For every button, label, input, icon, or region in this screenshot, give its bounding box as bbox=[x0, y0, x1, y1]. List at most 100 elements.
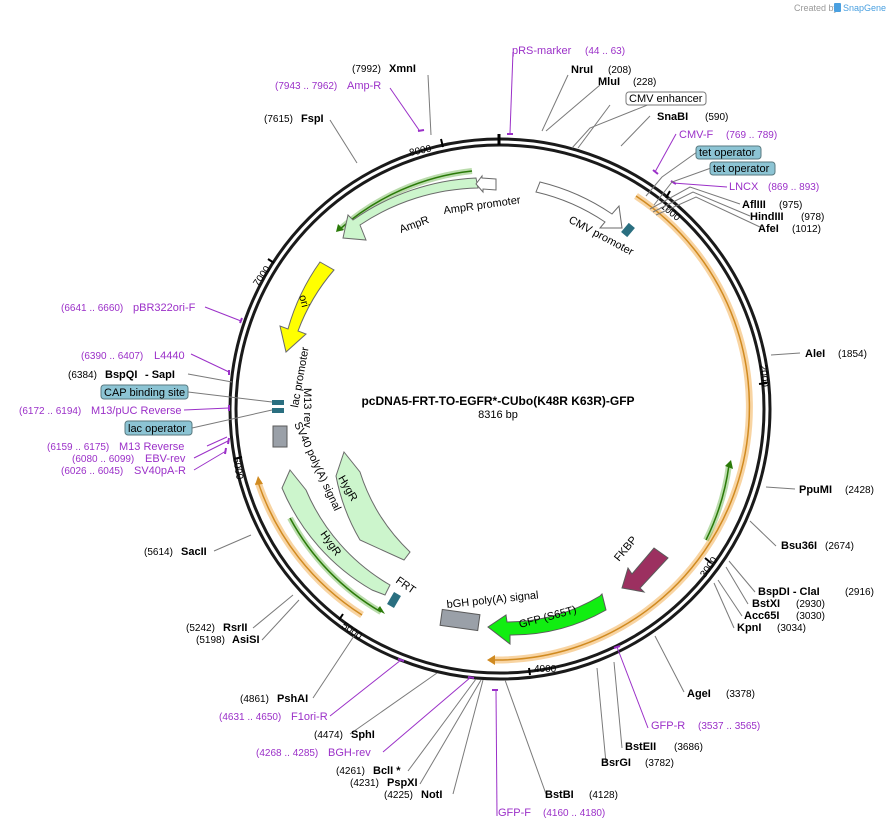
fkbp-arrow bbox=[621, 547, 669, 593]
site-pos: (4231) bbox=[350, 778, 379, 789]
tet-operator-mark bbox=[621, 222, 635, 238]
site-name: BstXI bbox=[752, 598, 780, 610]
credit-prefix: Created by bbox=[794, 3, 839, 13]
site-name: - SapI bbox=[145, 369, 175, 381]
primer-name: M13 Reverse bbox=[119, 441, 184, 453]
primer-name: F1ori-R bbox=[291, 711, 328, 723]
site-name: PshAI bbox=[277, 693, 308, 705]
site-name: SphI bbox=[351, 729, 375, 741]
boxed-labels: CMV enhancer tet operator tet operator C… bbox=[100, 91, 776, 436]
site-pos: (4225) bbox=[384, 790, 413, 801]
site-pos: (2930) bbox=[796, 599, 825, 610]
plasmid-title: pcDNA5-FRT-TO-EGFR*-CUbo(K48R K63R)-GFP bbox=[361, 394, 634, 408]
tet-operator-label: tet operator bbox=[699, 147, 756, 159]
cmv-promoter-label: CMV promoter bbox=[567, 214, 636, 258]
site-pos: (7992) bbox=[352, 64, 381, 75]
site-pos: (228) bbox=[633, 77, 656, 88]
primer-name: pBR322ori-F bbox=[133, 302, 196, 314]
site-name: BsrGI bbox=[601, 757, 631, 769]
site-pos: (4261) bbox=[336, 766, 365, 777]
site-pos: (2428) bbox=[845, 485, 874, 496]
site-name: XmnI bbox=[389, 63, 416, 75]
site-name: KpnI bbox=[737, 622, 761, 634]
site-name: BspQI bbox=[105, 369, 137, 381]
orf-arc-hygr-head bbox=[255, 476, 263, 485]
primer-labels: (7943 .. 7962) Amp-R pRS-marker (44 .. 6… bbox=[19, 45, 819, 819]
site-name: BspDI - ClaI bbox=[758, 586, 820, 598]
site-name: PpuMI bbox=[799, 484, 832, 496]
site-name: MluI bbox=[598, 76, 620, 88]
primer-range: (869 .. 893) bbox=[768, 182, 819, 193]
cap-binding-site-label: CAP binding site bbox=[104, 387, 185, 399]
site-pos: (3030) bbox=[796, 611, 825, 622]
primer-name: SV40pA-R bbox=[134, 465, 186, 477]
site-pos: (5242) bbox=[186, 623, 215, 634]
primer-name: pRS-marker bbox=[512, 45, 572, 57]
primer-range: (4268 .. 4285) bbox=[256, 748, 318, 759]
site-pos: (4861) bbox=[240, 694, 269, 705]
orf-arc-egfr-head bbox=[487, 655, 495, 665]
primer-range: (7943 .. 7962) bbox=[275, 81, 337, 92]
cap-site-mark bbox=[272, 400, 284, 405]
site-name: AfeI bbox=[758, 223, 779, 235]
primer-name: M13/pUC Reverse bbox=[91, 405, 181, 417]
primer-range: (6159 .. 6175) bbox=[47, 442, 109, 453]
site-pos: (3378) bbox=[726, 689, 755, 700]
primer-name: EBV-rev bbox=[145, 453, 186, 465]
primer-name: L4440 bbox=[154, 350, 185, 362]
site-pos: (3686) bbox=[674, 742, 703, 753]
ori-arrow bbox=[279, 261, 335, 353]
orf-arc-green-left bbox=[289, 517, 382, 613]
primer-range: (6641 .. 6660) bbox=[61, 303, 123, 314]
orf-arc-green-right bbox=[705, 464, 730, 541]
site-labels: (7992) XmnI (7615) FspI NruI (208) MluI … bbox=[68, 63, 874, 801]
bgh-polya-mark bbox=[439, 608, 481, 632]
site-name: BclI * bbox=[373, 765, 401, 777]
site-name: RsrII bbox=[223, 622, 247, 634]
hygr-arrow-2 bbox=[281, 469, 391, 596]
tick-2000: 2000 bbox=[757, 364, 770, 388]
ori-label: ori bbox=[296, 294, 311, 309]
site-name: AleI bbox=[805, 348, 825, 360]
site-name: SnaBI bbox=[657, 111, 688, 123]
primer-range: (44 .. 63) bbox=[585, 46, 625, 57]
site-pos: (6384) bbox=[68, 370, 97, 381]
primer-range: (6390 .. 6407) bbox=[81, 351, 143, 362]
site-name: AgeI bbox=[687, 688, 711, 700]
hygr-arrow-1 bbox=[335, 450, 411, 561]
primer-range: (3537 .. 3565) bbox=[698, 721, 760, 732]
ampr-promoter-label: AmpR promoter bbox=[443, 194, 522, 217]
site-name: AsiSI bbox=[232, 634, 260, 646]
site-pos: (5198) bbox=[196, 635, 225, 646]
primer-range: (4631 .. 4650) bbox=[219, 712, 281, 723]
site-pos: (1854) bbox=[838, 349, 867, 360]
orf-arc-green-top bbox=[339, 170, 473, 230]
site-name: SacII bbox=[181, 546, 207, 558]
tick-8000: 8000 bbox=[408, 143, 432, 158]
site-name: HindIII bbox=[750, 211, 784, 223]
tet-operator-label: tet operator bbox=[713, 163, 770, 175]
site-name: FspI bbox=[301, 113, 324, 125]
site-name: BstEII bbox=[625, 741, 656, 753]
ampr-arrow bbox=[342, 177, 479, 241]
site-name: PspXI bbox=[387, 777, 418, 789]
site-pos: (2916) bbox=[845, 587, 874, 598]
orf-arc-hygr-line bbox=[257, 481, 363, 616]
site-pos: (3782) bbox=[645, 758, 674, 769]
lac-operator-mark bbox=[272, 408, 284, 413]
site-pos: (978) bbox=[801, 212, 824, 223]
site-pos: (5614) bbox=[144, 547, 173, 558]
ampr-label: AmpR bbox=[398, 214, 431, 236]
primer-range: (6026 .. 6045) bbox=[61, 466, 123, 477]
lac-operator-label: lac operator bbox=[128, 423, 186, 435]
site-pos: (7615) bbox=[264, 114, 293, 125]
site-name: AflIII bbox=[742, 199, 766, 211]
primer-name: LNCX bbox=[729, 181, 759, 193]
primer-range: (769 .. 789) bbox=[726, 130, 777, 141]
frt-mark bbox=[387, 591, 401, 609]
site-name: NruI bbox=[571, 64, 593, 76]
frt-label: FRT bbox=[393, 575, 417, 597]
site-name: Bsu36I bbox=[781, 540, 817, 552]
cmv-promoter-arrow bbox=[535, 181, 623, 229]
